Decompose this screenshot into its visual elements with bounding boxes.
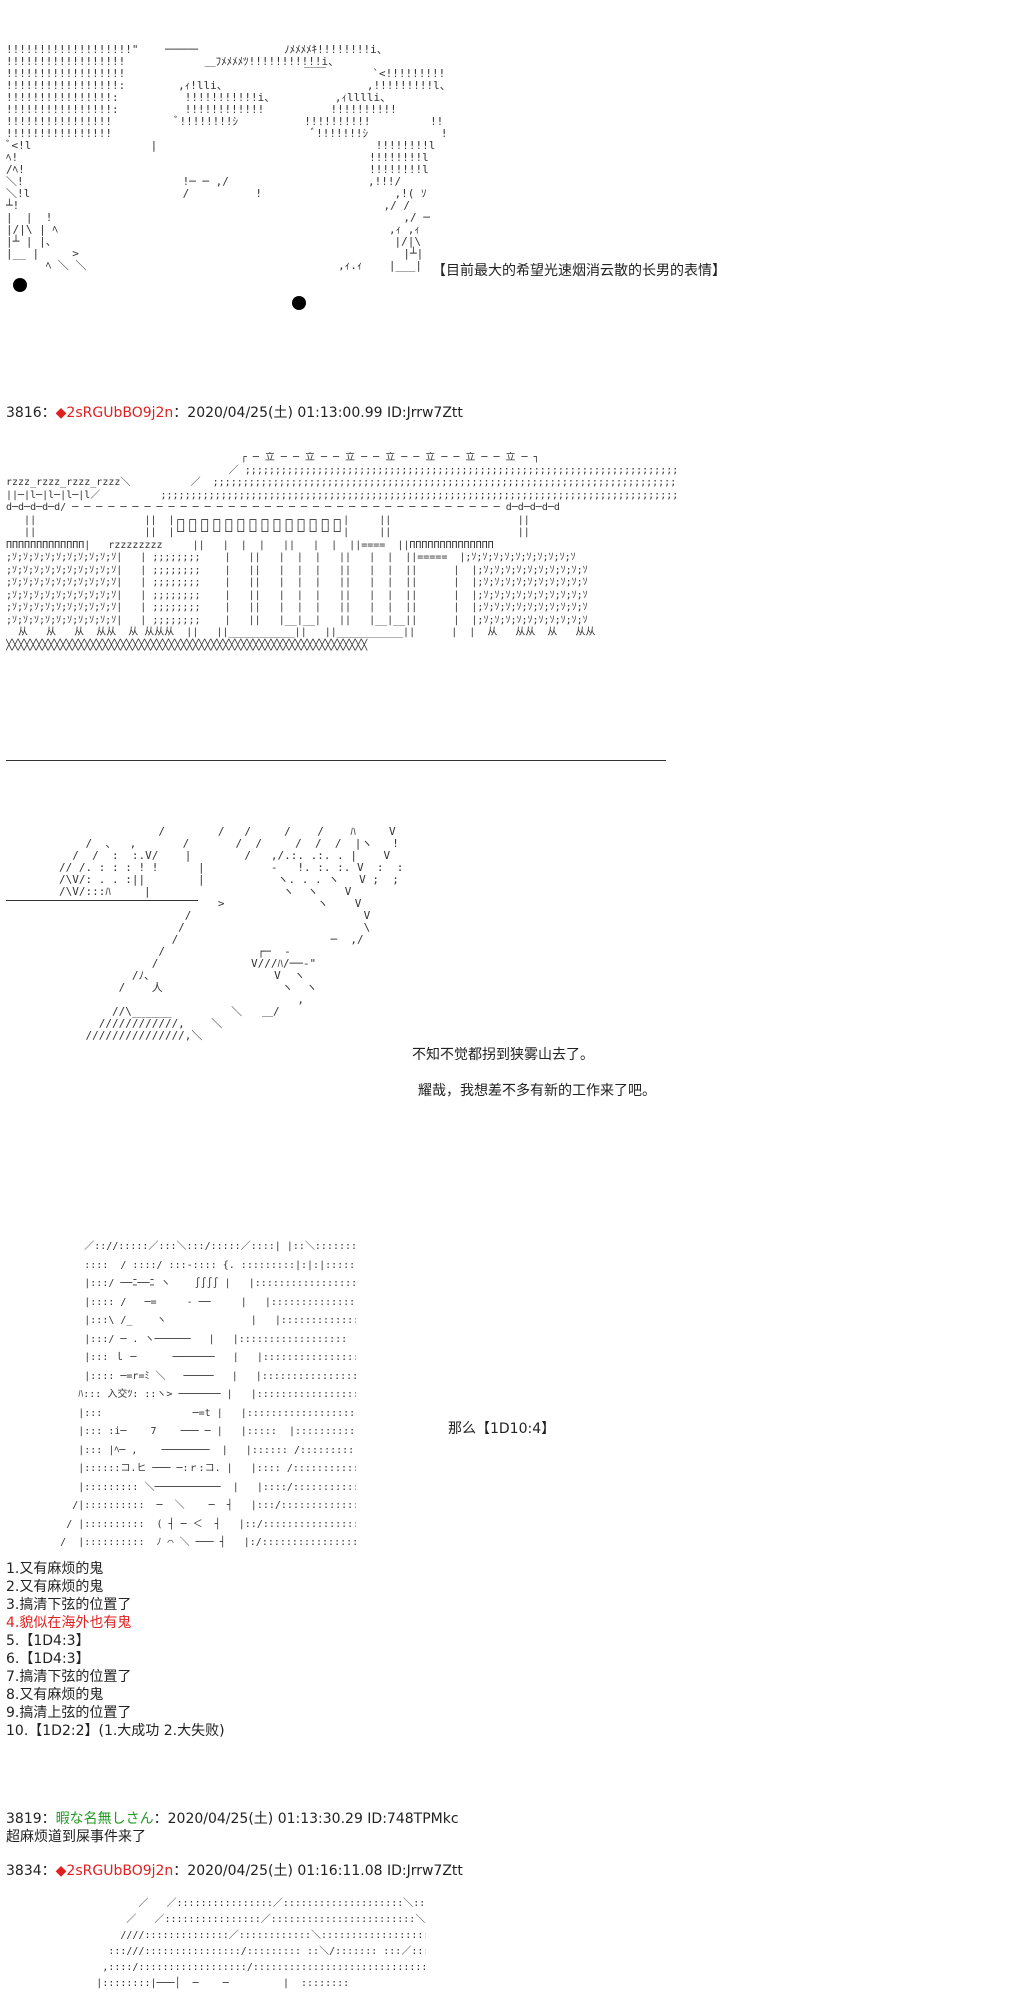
eye-dot-left: [13, 278, 27, 292]
list-item: 7.搞清下弦的位置了: [6, 1669, 132, 1685]
post-number: 3834：: [6, 1863, 56, 1879]
bottom-ascii-art: ／ ／::::::::::::::::／::::::::::::::::::::…: [96, 1898, 426, 1989]
list-item: 8.又有麻烦的鬼: [6, 1687, 104, 1703]
list-item: 2.又有麻烦的鬼: [6, 1579, 104, 1595]
eye-dot-right: [292, 296, 306, 310]
post-number: 3819：: [6, 1811, 56, 1827]
tripcode-link[interactable]: 2sRGUbBO9j2n: [66, 1863, 174, 1879]
face-ascii-art: !!!!!!!!!!!!!!!!!!!" ───── ﾉﾒﾒﾒﾒｷ!!!!!!!…: [6, 44, 446, 272]
list-item-highlighted: 4.貌似在海外也有鬼: [6, 1615, 132, 1631]
result-list: 1.又有麻烦的鬼 2.又有麻烦的鬼 3.搞清下弦的位置了 4.貌似在海外也有鬼 …: [6, 1560, 225, 1740]
post-header: 3834：◆2sRGUbBO9j2n：2020/04/25(土) 01:16:1…: [6, 1860, 463, 1880]
post-meta: ：2020/04/25(土) 01:13:30.29 ID:748TPMkc: [153, 1811, 459, 1827]
trip-diamond-icon: ◆: [55, 1863, 67, 1879]
post-header: 3816：◆2sRGUbBO9j2n：2020/04/25(土) 01:13:0…: [6, 402, 463, 422]
post-meta: ：2020/04/25(土) 01:13:00.99 ID:Jrrw7Ztt: [173, 405, 463, 421]
face-caption: 【目前最大的希望光速烟消云散的长男的表情】: [432, 263, 726, 279]
trip-diamond-icon: ◆: [55, 405, 67, 421]
tripcode-link[interactable]: 2sRGUbBO9j2n: [66, 405, 174, 421]
figure-caption-line2: 耀哉，我想差不多有新的工作来了吧。: [418, 1083, 656, 1099]
building-ascii-art: ┌ ─ 立 ─ ─ 立 ─ ─ 立 ─ ─ 立 ─ ─ 立 ─ ─ 立 ─ ─ …: [6, 452, 676, 651]
ledge-line: [6, 900, 198, 901]
list-item: 3.搞清下弦的位置了: [6, 1597, 132, 1613]
monster-caption: 那么【1D10:4】: [448, 1421, 556, 1437]
figure-ascii-art: / / / / / ﾊ V / 、 , / / / / / / |ヽ ! / /…: [58, 826, 404, 1042]
list-item: 5.【1D4:3】: [6, 1633, 90, 1649]
list-item: 10.【1D2:2】(1.大成功 2.大失败): [6, 1723, 225, 1739]
monster-ascii-art: ／:://:::::／:::＼:::/:::::／::::| |::＼:::::…: [60, 1241, 356, 1548]
list-item: 6.【1D4:3】: [6, 1651, 90, 1667]
post-number: 3816：: [6, 405, 56, 421]
post-body: 超麻烦道到屎事件来了: [6, 1829, 146, 1845]
figure-caption-line1: 不知不觉都拐到狭雾山去了。: [412, 1047, 594, 1063]
list-item: 9.搞清上弦的位置了: [6, 1705, 132, 1721]
post-meta: ：2020/04/25(土) 01:16:11.08 ID:Jrrw7Ztt: [173, 1863, 463, 1879]
list-item: 1.又有麻烦的鬼: [6, 1561, 104, 1577]
post-header: 3819：暇な名無しさん：2020/04/25(土) 01:13:30.29 I…: [6, 1808, 459, 1828]
poster-name[interactable]: 暇な名無しさん: [55, 1811, 154, 1827]
ground-line: [6, 760, 666, 761]
